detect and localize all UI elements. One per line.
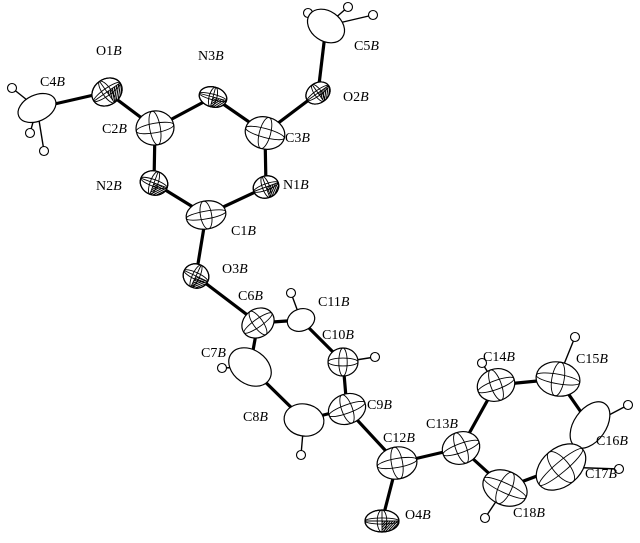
atom-label-c6: C6B [238, 289, 263, 304]
atom-ellipsoid-n3 [198, 86, 228, 111]
atom-label-o3: O3B [222, 262, 248, 277]
atom-ellipsoid-o4 [364, 509, 400, 533]
hydrogen-atom [476, 357, 488, 369]
hydrogen-atom [38, 145, 50, 157]
atom-ellipsoid-o1 [91, 77, 128, 107]
atom-ellipsoid-c12 [376, 446, 418, 480]
atom-ellipsoid-c17 [535, 443, 587, 491]
hydrogen-atom [369, 351, 381, 363]
atom-ellipsoid-c14 [476, 368, 516, 402]
atom-label-n3: N3B [198, 49, 224, 64]
atom-label-c3: C3B [285, 131, 310, 146]
atom-label-c14: C14B [483, 350, 515, 365]
hydrogen-atom [24, 127, 36, 139]
atom-ellipsoid-c6 [241, 307, 275, 339]
atom-label-n1: N1B [283, 178, 309, 193]
atom-ellipsoid-n2 [139, 170, 169, 200]
atom-ellipsoid-c2 [135, 110, 175, 146]
atom-label-c13: C13B [426, 417, 458, 432]
atom-ellipsoid-c1 [185, 200, 227, 230]
hydrogen-atom [613, 463, 625, 475]
atoms-layer [17, 8, 611, 533]
atom-label-c10: C10B [322, 328, 354, 343]
atom-ellipsoid-c8 [283, 403, 325, 437]
hydrogen-atom [295, 449, 307, 461]
atom-label-c4: C4B [40, 75, 65, 90]
atom-label-c2: C2B [102, 122, 127, 137]
atom-label-c11: C11B [318, 295, 350, 310]
atom-ellipsoid-c3 [244, 116, 286, 150]
atom-label-c17: C17B [585, 467, 617, 482]
labels-layer: O1B N3B C5B C4B O2B C2B C3B N2B N1B C1B O3B C6B C11B… [40, 39, 628, 523]
atom-ellipsoid-c13 [441, 431, 481, 465]
atom-label-n2: N2B [96, 179, 122, 194]
atom-ellipsoid-c5 [306, 8, 346, 44]
atom-label-o4: O4B [405, 508, 431, 523]
atom-ellipsoid-c10 [327, 347, 359, 377]
atom-ellipsoid-c11 [286, 308, 316, 332]
hydrogen-atom [569, 331, 581, 343]
hydrogen-atom [367, 9, 379, 21]
atom-label-c15: C15B [576, 352, 608, 367]
atom-ellipsoid-c4 [17, 92, 57, 124]
atom-label-o2: O2B [343, 90, 369, 105]
atom-ellipsoid-c15 [535, 361, 581, 397]
hydrogen-atom [285, 287, 297, 299]
hydrogen-atom [342, 1, 354, 13]
atom-label-o1: O1B [96, 44, 122, 59]
atom-ellipsoid-c7 [228, 347, 272, 387]
hydrogen-atom [6, 82, 18, 94]
atom-label-c1: C1B [231, 224, 256, 239]
atom-label-c5: C5B [354, 39, 379, 54]
atom-label-c12: C12B [383, 431, 415, 446]
hydrogen-atom [216, 362, 228, 374]
atom-label-c8: C8B [243, 410, 268, 425]
atom-label-c7: C7B [201, 346, 226, 361]
hydrogen-atoms-layer [6, 1, 634, 524]
atom-ellipsoid-c9 [327, 392, 367, 426]
atom-ellipsoid-o3 [182, 263, 210, 293]
atom-label-c9: C9B [367, 398, 392, 413]
atom-ellipsoid-c18 [482, 469, 528, 507]
atom-label-c16: C16B [596, 434, 628, 449]
hydrogen-atom [479, 512, 491, 524]
atom-ellipsoid-o2 [305, 81, 335, 105]
hydrogen-atom [622, 399, 634, 411]
atom-label-c18: C18B [513, 506, 545, 521]
